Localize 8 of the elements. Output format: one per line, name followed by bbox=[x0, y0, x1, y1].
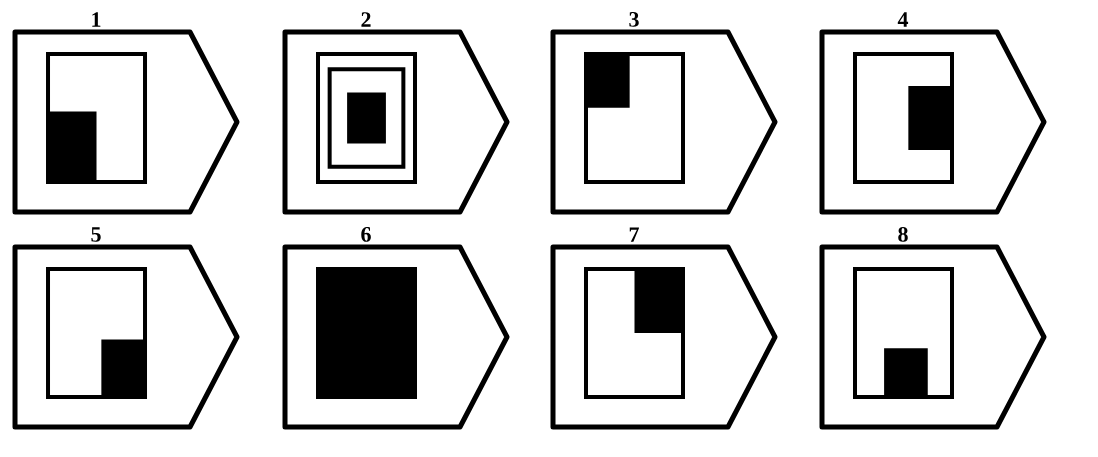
node-label: 6 bbox=[361, 227, 371, 242]
node-label: 1 bbox=[92, 12, 101, 27]
node-label: 5 bbox=[91, 227, 101, 242]
node-label: 8 bbox=[898, 226, 908, 242]
node-label: 4 bbox=[897, 12, 909, 27]
node-label: 2 bbox=[361, 12, 371, 27]
node-label: 3 bbox=[629, 12, 639, 27]
node-label: 7 bbox=[629, 227, 639, 242]
